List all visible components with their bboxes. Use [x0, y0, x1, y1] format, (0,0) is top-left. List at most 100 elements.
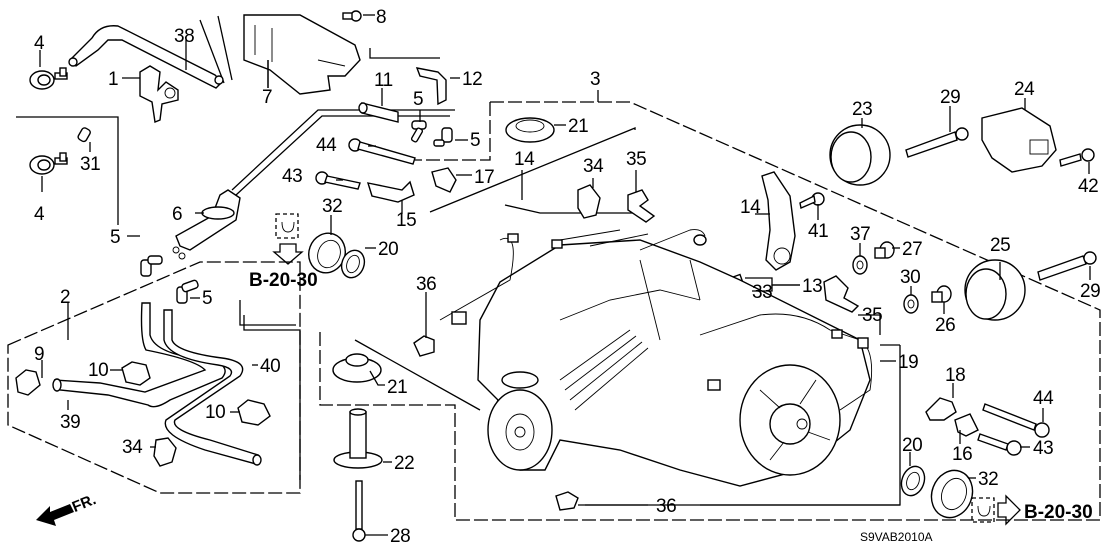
part-39-40-hoses [52, 302, 262, 466]
part-1-bracket [139, 65, 179, 123]
reference-link-left[interactable]: B-20-30 [249, 270, 318, 291]
callout-10-b[interactable]: 10 [205, 402, 226, 423]
callout-42[interactable]: 42 [1078, 176, 1099, 197]
part-5-elbow-c [140, 255, 163, 277]
callout-21-lower[interactable]: 21 [387, 377, 408, 398]
callout-41[interactable]: 41 [808, 221, 829, 242]
callout-12[interactable]: 12 [462, 69, 483, 90]
callout-21-upper[interactable]: 21 [568, 116, 589, 137]
part-30-washer [903, 294, 919, 314]
part-42-bolt [1059, 148, 1095, 167]
callout-9[interactable]: 9 [34, 344, 45, 365]
part-34-clip-upper [577, 184, 601, 219]
part-32-seal-right [930, 469, 974, 519]
part-41-bolt [799, 192, 825, 209]
part-36-clip-upper [413, 335, 435, 357]
part-8-bolt [342, 10, 362, 22]
callout-5-b[interactable]: 5 [470, 130, 481, 151]
callout-34-lower[interactable]: 34 [122, 437, 143, 458]
part-15-bracket [366, 180, 415, 203]
part-44-bolt-lower [982, 403, 1050, 438]
callout-36-upper[interactable]: 36 [416, 274, 437, 295]
part-43-bolt-lower [977, 433, 1022, 456]
part-20-seal-right [900, 465, 926, 497]
callout-35-right[interactable]: 35 [862, 305, 883, 326]
callout-4-lower[interactable]: 4 [34, 204, 45, 225]
callout-37[interactable]: 37 [850, 224, 871, 245]
callout-43-upper[interactable]: 43 [282, 166, 303, 187]
part-6-grommet-pipe [172, 189, 241, 260]
callout-44-lower[interactable]: 44 [1033, 388, 1054, 409]
callout-5-d[interactable]: 5 [202, 288, 213, 309]
callout-33[interactable]: 33 [752, 282, 773, 303]
callout-31[interactable]: 31 [80, 154, 101, 175]
callout-2[interactable]: 2 [60, 287, 71, 308]
callout-23[interactable]: 23 [852, 99, 873, 120]
callout-4-upper[interactable]: 4 [34, 33, 45, 54]
part-22-collar [333, 408, 383, 469]
part-25-mount [964, 259, 1026, 321]
callout-22[interactable]: 22 [394, 453, 415, 474]
callout-18[interactable]: 18 [945, 365, 966, 386]
part-9-clip [15, 369, 41, 396]
callout-5-c[interactable]: 5 [110, 227, 121, 248]
callout-44-upper[interactable]: 44 [316, 135, 337, 156]
callout-28[interactable]: 28 [390, 526, 411, 547]
callout-26[interactable]: 26 [935, 315, 956, 336]
callout-35-upper[interactable]: 35 [626, 149, 647, 170]
callout-10-a[interactable]: 10 [88, 360, 109, 381]
diagram-code: S9VAB2010A [860, 530, 933, 544]
callout-20-right[interactable]: 20 [902, 435, 923, 456]
callout-38[interactable]: 38 [174, 26, 195, 47]
callout-19[interactable]: 19 [898, 352, 919, 373]
part-24-damper [981, 107, 1057, 173]
part-17-bracket [431, 167, 457, 193]
callout-32-right[interactable]: 32 [978, 469, 999, 490]
callout-1[interactable]: 1 [108, 69, 119, 90]
callout-43-lower[interactable]: 43 [1033, 438, 1054, 459]
callout-20-left[interactable]: 20 [378, 239, 399, 260]
callout-14-right[interactable]: 14 [740, 197, 761, 218]
part-29-bolt-lower [1037, 251, 1097, 281]
callout-13[interactable]: 13 [802, 276, 823, 297]
part-21-mount-upper [505, 117, 555, 143]
front-direction-arrow-icon [36, 504, 74, 526]
callout-36-lower[interactable]: 36 [656, 496, 677, 517]
ref-marker-left [272, 213, 304, 265]
reference-link-right[interactable]: B-20-30 [1024, 502, 1093, 523]
part-29-bolt-upper [905, 127, 969, 158]
part-5-elbow-a [410, 120, 427, 143]
part-11-tube [358, 102, 399, 123]
callout-8[interactable]: 8 [376, 7, 387, 28]
callout-25[interactable]: 25 [990, 235, 1011, 256]
callout-29-upper[interactable]: 29 [940, 87, 961, 108]
part-10-clip-b [237, 399, 271, 426]
callout-24[interactable]: 24 [1014, 79, 1035, 100]
callout-14-left[interactable]: 14 [514, 149, 535, 170]
part-27-plug [874, 241, 895, 259]
callout-5-a[interactable]: 5 [413, 89, 424, 110]
callout-40[interactable]: 40 [260, 356, 281, 377]
callout-29-lower[interactable]: 29 [1080, 281, 1101, 302]
callout-6[interactable]: 6 [172, 204, 183, 225]
callout-16[interactable]: 16 [952, 444, 973, 465]
callout-17[interactable]: 17 [474, 167, 495, 188]
callout-30[interactable]: 30 [900, 267, 921, 288]
callout-39[interactable]: 39 [60, 412, 81, 433]
callout-11[interactable]: 11 [374, 70, 393, 91]
part-16-bracket [954, 413, 979, 437]
frame-lines [7, 15, 1101, 521]
callout-34-upper[interactable]: 34 [583, 156, 604, 177]
callout-15[interactable]: 15 [396, 210, 417, 231]
callout-32-left[interactable]: 32 [322, 196, 343, 217]
part-5-elbow-b [433, 127, 453, 147]
ref-marker-right [971, 494, 1021, 526]
part-31-cap [77, 127, 91, 143]
callout-27[interactable]: 27 [902, 239, 923, 260]
callout-3[interactable]: 3 [590, 69, 601, 90]
callout-7[interactable]: 7 [262, 87, 273, 108]
part-4-clip-upper [29, 67, 68, 90]
part-43-bolt-upper [315, 171, 361, 190]
part-7-canister [243, 14, 361, 95]
